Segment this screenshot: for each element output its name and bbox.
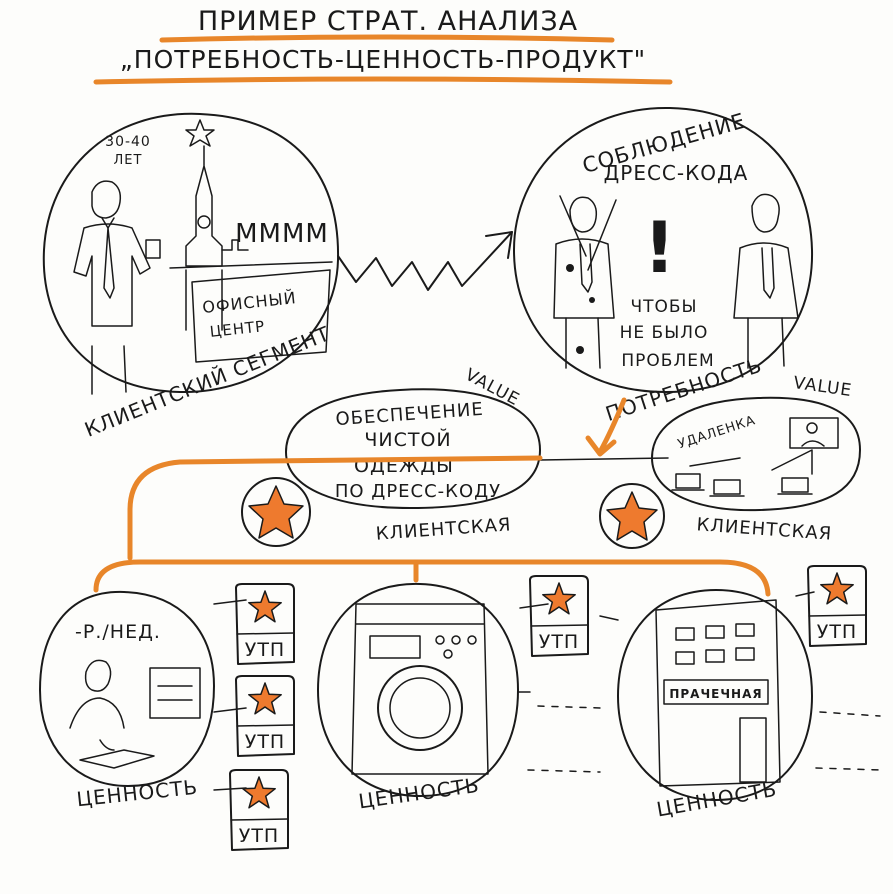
segment-to-need-arrow bbox=[337, 231, 513, 291]
usp-label: УТП bbox=[245, 731, 285, 753]
usp-badge: УТП bbox=[807, 565, 867, 647]
star-icon bbox=[248, 682, 282, 715]
value-connector bbox=[539, 457, 669, 461]
star-icon bbox=[248, 590, 282, 623]
segment-circle bbox=[42, 112, 340, 394]
value-circle-2-caption: ЦЕННОСТЬ bbox=[357, 773, 481, 814]
title-underline-2 bbox=[93, 76, 673, 85]
value-right-text: УДАЛЕНКА bbox=[676, 413, 758, 452]
office-building bbox=[191, 269, 331, 363]
value-left-line-2: ЧИСТОЙ bbox=[364, 428, 451, 451]
value-circle-1-outline bbox=[39, 590, 215, 787]
office-label-1: ОФИСНЫЙ bbox=[201, 288, 297, 317]
need-circle bbox=[513, 106, 814, 393]
need-title-2: ДРЕСС-КОДА bbox=[604, 161, 749, 185]
ironing-woman-figure bbox=[69, 659, 201, 769]
usp-badge: УТП bbox=[235, 583, 295, 665]
value-left-line-1: ОБЕСПЕЧЕНИЕ bbox=[335, 399, 485, 430]
star-icon bbox=[542, 582, 576, 615]
value-tree-connectors bbox=[93, 455, 771, 597]
usp-badge: УТП bbox=[235, 675, 295, 757]
title-line-2: „ПОТРЕБНОСТЬ-ЦЕННОСТЬ-ПРОДУКТ" bbox=[120, 45, 646, 74]
client-value-left: VALUE ОБЕСПЕЧЕНИЕ ЧИСТОЙ ОДЕЖДЫ ПО ДРЕСС… bbox=[285, 365, 541, 545]
value-left-caption: КЛИЕНТСКАЯ bbox=[375, 514, 512, 544]
usp-label: УТП bbox=[239, 825, 279, 847]
laundry-building-icon bbox=[655, 599, 781, 787]
usp-badges: УТП УТП УТП УТП УТП bbox=[229, 565, 867, 851]
laundry-sign: ПРАЧЕЧНАЯ bbox=[669, 687, 762, 701]
value-circle-2 bbox=[317, 582, 519, 797]
washing-machine-icon bbox=[351, 603, 489, 775]
star-icon bbox=[242, 776, 276, 809]
usp-badge: УТП bbox=[229, 769, 289, 851]
value-left-line-4: ПО ДРЕСС-КОДУ bbox=[335, 481, 501, 502]
kremlin-wall-letters: ММММ bbox=[235, 219, 329, 249]
value-right-caption: КЛИЕНТСКАЯ bbox=[696, 514, 833, 544]
ground-line bbox=[169, 261, 333, 269]
usp-label: УТП bbox=[539, 631, 579, 653]
value-circle-1: -Р./НЕД. bbox=[39, 590, 215, 787]
customer-need: СОБЛЮДЕНИЕ ДРЕСС-КОДА ! ЧТОБЫ НЕ БЫЛО ПР… bbox=[513, 106, 814, 393]
usp-label: УТП bbox=[817, 621, 857, 643]
value-left-ellipse bbox=[285, 388, 541, 509]
value-circle-3: ПРАЧЕЧНАЯ bbox=[617, 589, 813, 801]
star-icon bbox=[248, 485, 304, 539]
title-line-1: ПРИМЕР СТРАТ. АНАЛИЗА bbox=[198, 6, 578, 37]
title: ПРИМЕР СТРАТ. АНАЛИЗА „ПОТРЕБНОСТЬ-ЦЕННО… bbox=[93, 6, 673, 85]
segment-age-unit: ЛЕТ bbox=[114, 153, 143, 168]
exclamation-mark: ! bbox=[644, 207, 677, 289]
office-label-2: ЦЕНТР bbox=[209, 317, 266, 341]
dirty-man-figure bbox=[553, 195, 617, 369]
clean-man-figure bbox=[733, 193, 799, 369]
value-circle-2-outline bbox=[317, 582, 519, 797]
kremlin-wall bbox=[221, 239, 249, 251]
star-icon bbox=[820, 572, 854, 605]
value-right-ellipse bbox=[651, 396, 861, 512]
remote-work-icon bbox=[671, 417, 839, 497]
office-man-figure bbox=[73, 180, 161, 395]
value-left-star-badge bbox=[241, 477, 311, 547]
value-right-label: VALUE bbox=[792, 373, 853, 401]
need-text-2: НЕ БЫЛО bbox=[620, 323, 709, 343]
value-right-star-badge bbox=[599, 483, 665, 549]
usp-badge: УТП bbox=[529, 575, 589, 657]
usp-label: УТП bbox=[245, 639, 285, 661]
title-underline-1 bbox=[159, 34, 615, 43]
need-to-value-arrow bbox=[585, 397, 627, 457]
segment-age: 30-40 bbox=[105, 134, 151, 150]
value-price: -Р./НЕД. bbox=[75, 621, 161, 643]
need-text-1: ЧТОБЫ bbox=[630, 297, 697, 317]
star-icon bbox=[606, 491, 658, 541]
need-text-3: ПРОБЛЕМ bbox=[621, 351, 714, 371]
